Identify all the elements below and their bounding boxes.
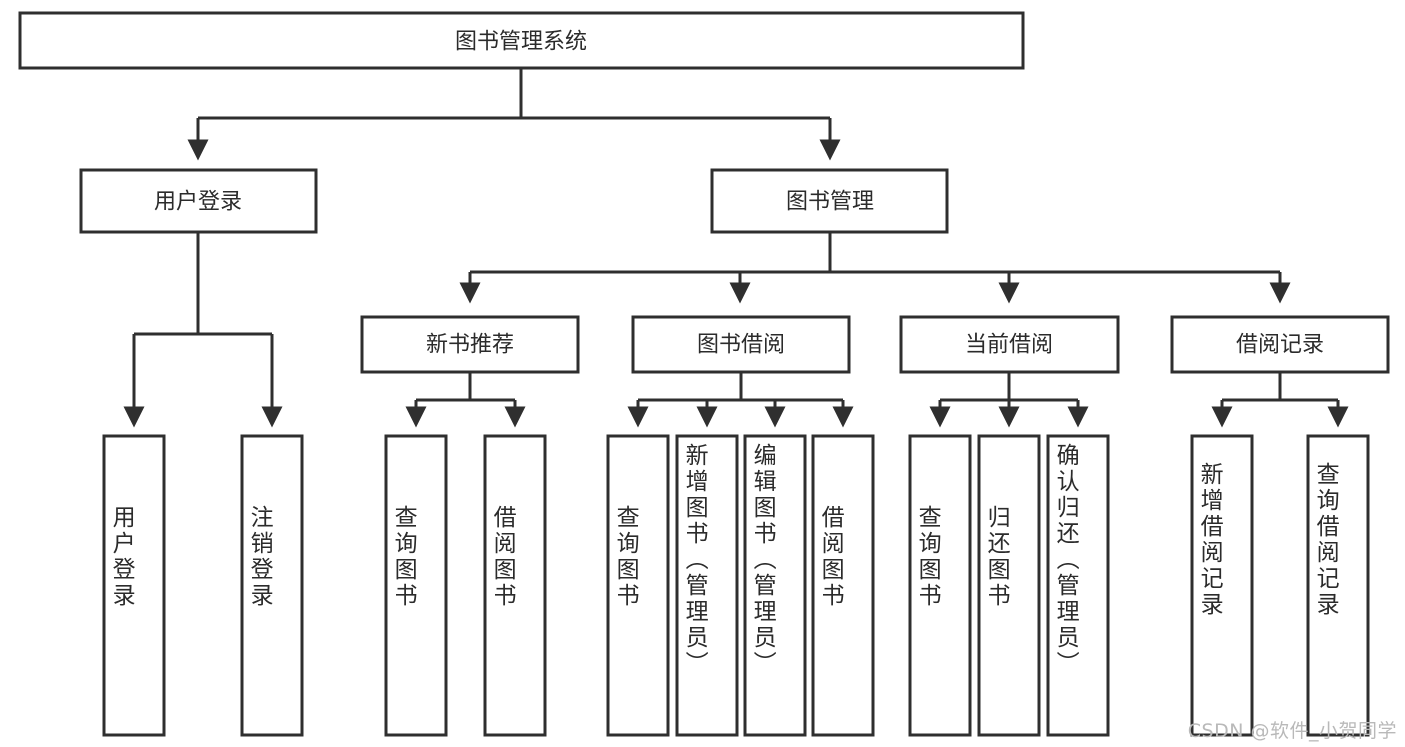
leaf-box-book-borrow-1[interactable] xyxy=(606,434,670,737)
leaf-box-user-login-1[interactable] xyxy=(102,434,166,737)
node-borrow-record-label: 借阅记录 xyxy=(1236,333,1324,358)
node-root[interactable] xyxy=(18,11,1025,70)
node-current-borrow-label: 当前借阅 xyxy=(965,333,1053,358)
leaf-box-current-borrow-3[interactable] xyxy=(1046,434,1110,737)
leaf-box-current-borrow-1[interactable] xyxy=(908,434,972,737)
watermark-text: CSDN @软件_小贺同学 xyxy=(1187,720,1397,742)
node-current-borrow[interactable] xyxy=(899,315,1120,374)
leaf-box-book-borrow-3[interactable] xyxy=(743,434,807,737)
leaf-box-book-borrow-4[interactable] xyxy=(811,434,875,737)
leaf-box-new-book-2[interactable] xyxy=(483,434,547,737)
node-borrow-record[interactable] xyxy=(1170,315,1390,374)
node-book-borrow-label: 图书借阅 xyxy=(697,333,785,358)
leaf-box-current-borrow-2[interactable] xyxy=(977,434,1041,737)
node-book-manage-label: 图书管理 xyxy=(786,190,874,215)
node-new-book-recommend-label: 新书推荐 xyxy=(426,333,514,358)
leaf-box-new-book-1[interactable] xyxy=(384,434,448,737)
node-book-borrow[interactable] xyxy=(631,315,851,374)
node-new-book-recommend[interactable] xyxy=(360,315,580,374)
node-root-label: 图书管理系统 xyxy=(455,30,587,55)
leaf-box-borrow-record-2[interactable] xyxy=(1306,434,1370,737)
node-book-manage[interactable] xyxy=(710,168,949,234)
node-user-login-label: 用户登录 xyxy=(154,190,242,215)
leaf-box-user-login-2[interactable] xyxy=(240,434,304,737)
leaf-box-borrow-record-1[interactable] xyxy=(1190,434,1254,737)
leaf-box-book-borrow-2[interactable] xyxy=(675,434,739,737)
